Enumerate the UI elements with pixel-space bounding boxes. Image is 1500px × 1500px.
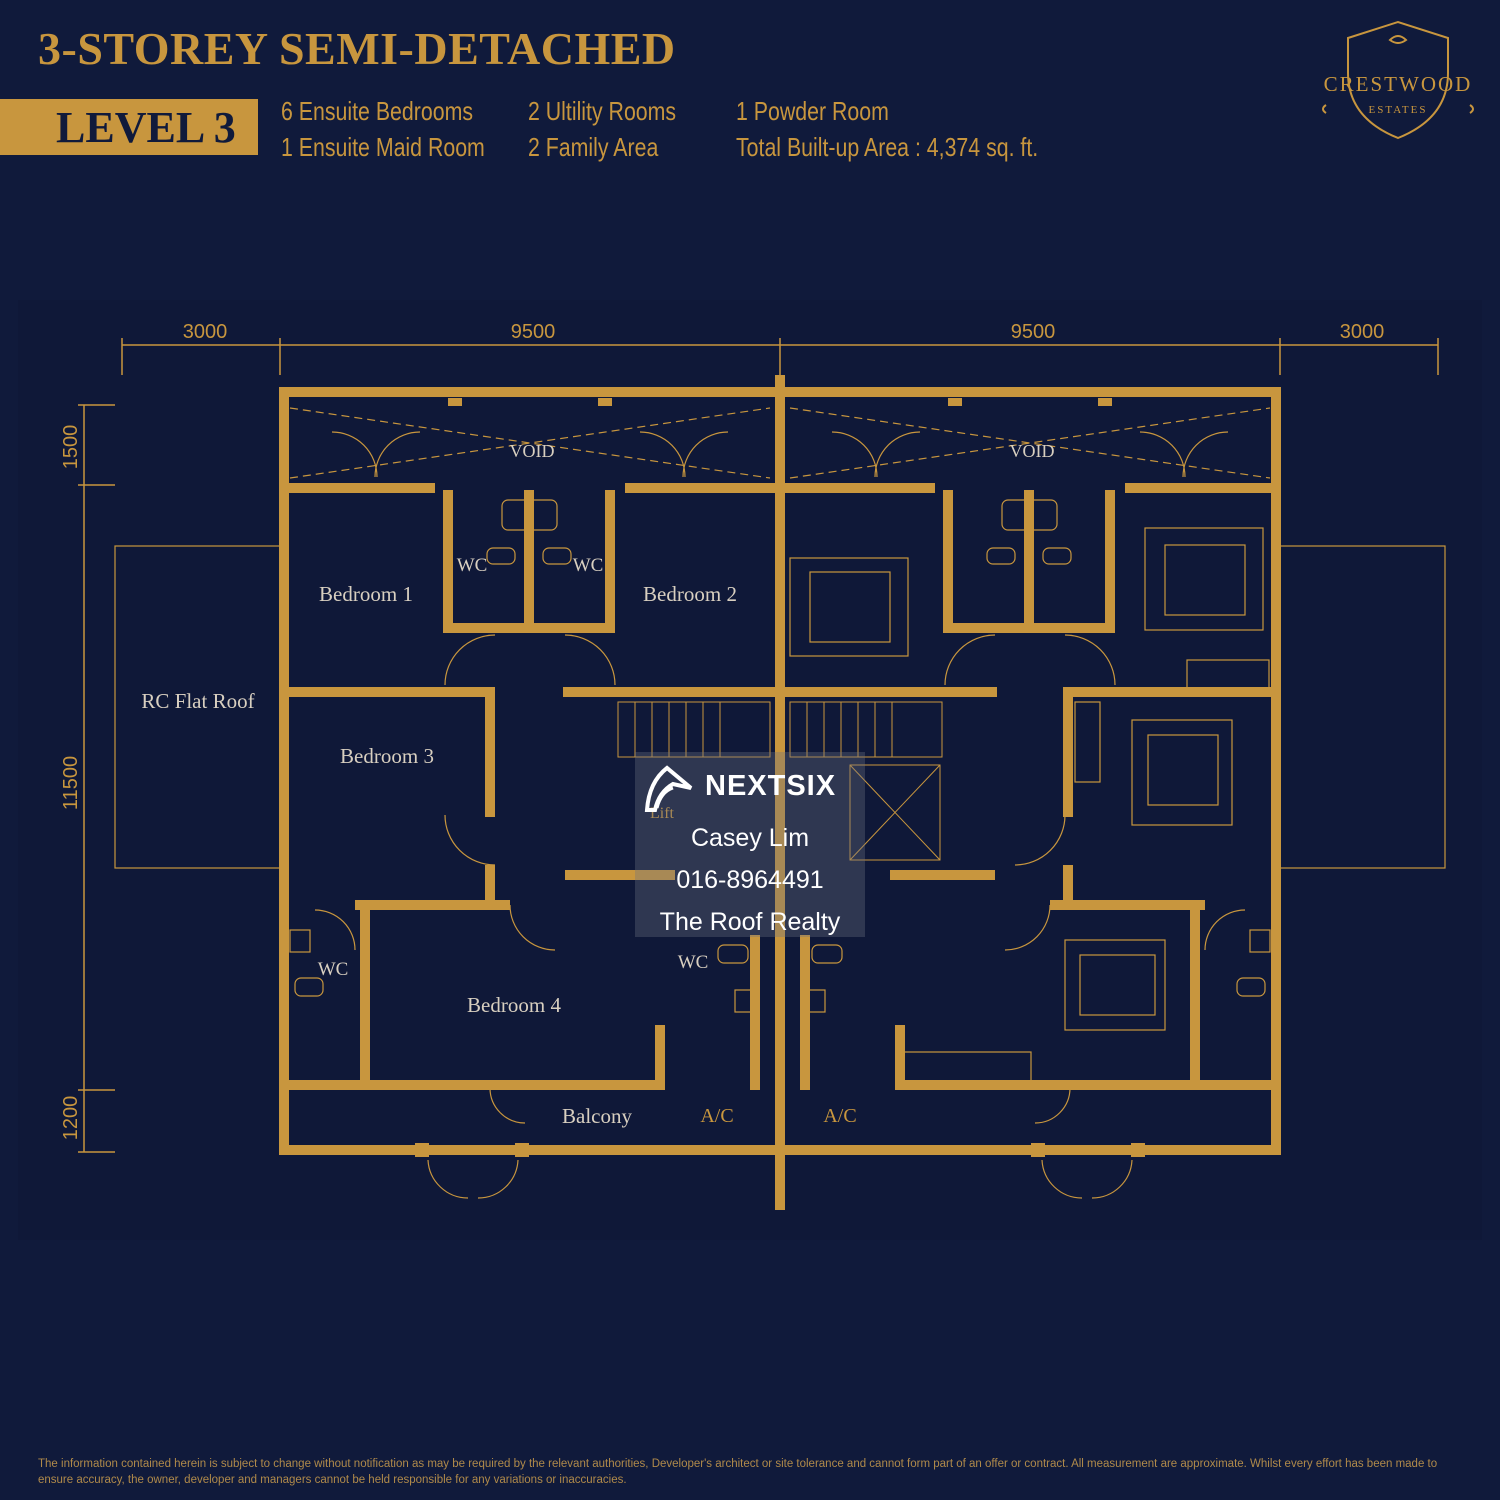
dim-top-3: 9500 bbox=[1011, 321, 1056, 343]
ac-left: A/C bbox=[700, 1105, 733, 1127]
spec-built-up-area: Total Built-up Area : 4,374 sq. ft. bbox=[736, 132, 1039, 162]
walls bbox=[279, 375, 1281, 1210]
window-marks bbox=[415, 398, 1145, 1157]
crest-shield-icon bbox=[1322, 20, 1474, 140]
spec-maid-room: 1 Ensuite Maid Room bbox=[281, 132, 485, 162]
watermark-brand: NEXTSIX bbox=[705, 770, 837, 802]
spec-ensuite-bedrooms: 6 Ensuite Bedrooms bbox=[281, 96, 473, 126]
dimension-lines bbox=[78, 338, 1439, 1153]
void-markings bbox=[289, 407, 1271, 479]
bathroom-fixtures bbox=[289, 499, 1271, 1013]
room-bedroom-4: Bedroom 4 bbox=[467, 993, 561, 1017]
level-band bbox=[0, 99, 258, 155]
watermark-agent: Casey Lim bbox=[690, 824, 810, 852]
dim-left-1: 1500 bbox=[60, 425, 82, 470]
wc-bedroom-1: WC bbox=[457, 555, 488, 576]
wc-maid: WC bbox=[318, 959, 349, 980]
spec-utility-rooms: 2 Ultility Rooms bbox=[528, 96, 677, 126]
wc-bedroom-2: WC bbox=[573, 555, 604, 576]
spec-powder-room: 1 Powder Room bbox=[736, 96, 889, 126]
watermark-agency: The Roof Realty bbox=[659, 908, 841, 936]
crestwood-logo: CRESTWOOD ESTATES bbox=[1322, 20, 1474, 140]
void-right: VOID bbox=[1010, 441, 1055, 461]
room-rc-flat-roof: RC Flat Roof bbox=[141, 689, 254, 713]
disclaimer: The information contained herein is subj… bbox=[38, 1458, 1438, 1486]
room-bedroom-1: Bedroom 1 bbox=[319, 582, 413, 606]
page-title: 3-STOREY SEMI-DETACHED bbox=[38, 23, 676, 74]
dim-left-2: 11500 bbox=[60, 756, 82, 810]
furniture bbox=[789, 527, 1270, 1083]
room-bedroom-3: Bedroom 3 bbox=[340, 744, 434, 768]
door-swings bbox=[314, 431, 1246, 1199]
dim-left-3: 1200 bbox=[60, 1096, 82, 1141]
logo-sub: ESTATES bbox=[1369, 104, 1428, 116]
logo-name: CRESTWOOD bbox=[1324, 72, 1473, 96]
room-bedroom-2: Bedroom 2 bbox=[643, 582, 737, 606]
room-balcony: Balcony bbox=[562, 1104, 632, 1128]
staircase bbox=[617, 701, 943, 861]
wc-bedroom-4: WC bbox=[678, 952, 709, 973]
dim-top-1: 3000 bbox=[183, 321, 228, 343]
level-label: LEVEL 3 bbox=[56, 103, 236, 152]
ac-right: A/C bbox=[823, 1105, 856, 1127]
void-left: VOID bbox=[510, 441, 555, 461]
dim-top-4: 3000 bbox=[1340, 321, 1385, 343]
dim-top-2: 9500 bbox=[511, 321, 556, 343]
spec-family-area: 2 Family Area bbox=[528, 132, 659, 162]
nextsix-logo-icon bbox=[644, 765, 693, 812]
watermark-phone: 016-8964491 bbox=[676, 866, 824, 894]
